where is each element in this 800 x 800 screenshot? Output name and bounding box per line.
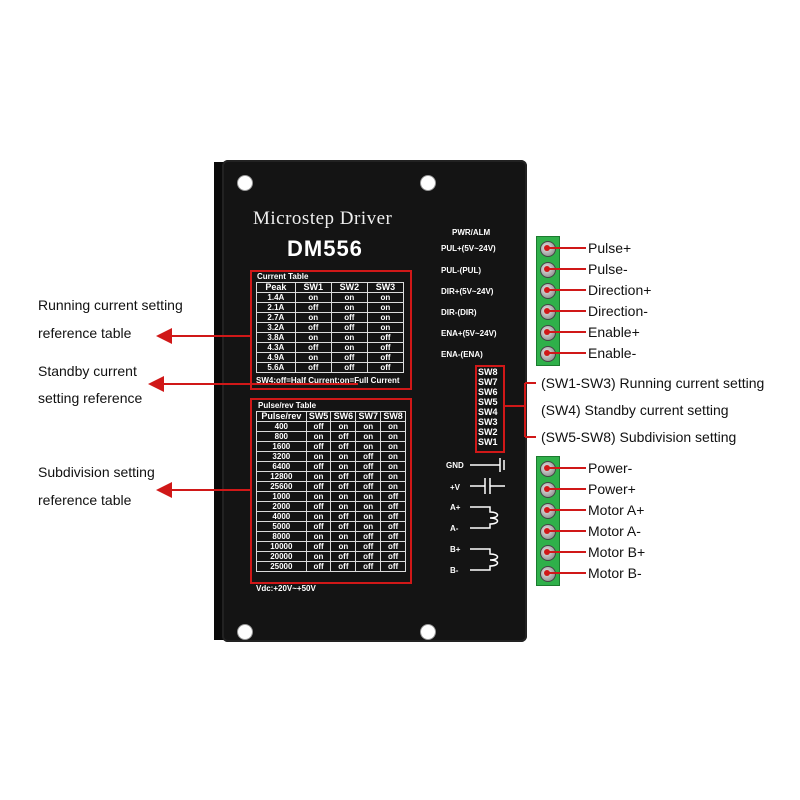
note-standby-line1: Standby current bbox=[38, 363, 137, 379]
pin-label-gnd: GND bbox=[446, 461, 464, 470]
switch-label-sw2: SW2 bbox=[478, 427, 498, 437]
label-motor-a-minus: Motor A- bbox=[588, 523, 641, 539]
power-callout-dot bbox=[544, 528, 550, 534]
label-enable-plus: Enable+ bbox=[588, 324, 640, 340]
power-terminal-block bbox=[536, 456, 560, 586]
note-standby-line2: setting reference bbox=[38, 390, 143, 406]
pin-label-b-minus: B- bbox=[450, 566, 459, 575]
mounting-hole-bottom-right bbox=[420, 624, 436, 640]
signal-callout-dot bbox=[544, 308, 550, 314]
switch-label-sw6: SW6 bbox=[478, 387, 498, 397]
label-motor-b-minus: Motor B- bbox=[588, 565, 642, 581]
note-subdivision-line2: reference table bbox=[38, 492, 132, 508]
mounting-hole-top-right bbox=[420, 175, 436, 191]
switch-note-standby: (SW4) Standby current setting bbox=[541, 402, 729, 418]
pin-label-v-plus: +V bbox=[450, 483, 461, 492]
pulse-table-caption: Pulse/rev Table bbox=[258, 401, 317, 410]
label-enable-minus: Enable- bbox=[588, 345, 637, 361]
pin-label-ena-plus: ENA+(5V~24V) bbox=[441, 329, 497, 338]
mounting-hole-top-left bbox=[237, 175, 253, 191]
label-direction-plus: Direction+ bbox=[588, 282, 652, 298]
switch-note-subdivision: (SW5-SW8) Subdivision setting bbox=[541, 429, 737, 445]
label-motor-a-plus: Motor A+ bbox=[588, 502, 645, 518]
sw4-note: SW4:off=Half Current;on=Full Current bbox=[256, 376, 400, 385]
power-callout-dot bbox=[544, 486, 550, 492]
signal-callout-dot bbox=[544, 287, 550, 293]
device-model: DM556 bbox=[287, 236, 363, 261]
switch-label-sw1: SW1 bbox=[478, 437, 498, 447]
vdc-label: Vdc:+20V~+50V bbox=[256, 584, 316, 593]
note-running-line2: reference table bbox=[38, 325, 132, 341]
current-table-cell: off bbox=[366, 362, 405, 373]
label-direction-minus: Direction- bbox=[588, 303, 648, 319]
status-label: PWR/ALM bbox=[452, 228, 491, 237]
coil-a-symbol bbox=[470, 506, 499, 529]
switch-note-running: (SW1-SW3) Running current setting bbox=[541, 375, 765, 391]
signal-terminal-block bbox=[536, 236, 560, 366]
mounting-hole-bottom-left bbox=[237, 624, 253, 640]
dip-switch-callout-box bbox=[475, 365, 505, 453]
pin-label-pul-minus: PUL-(PUL) bbox=[441, 266, 481, 275]
pin-label-b-plus: B+ bbox=[450, 545, 461, 554]
device-title: Microstep Driver bbox=[253, 208, 393, 229]
label-pulse-plus: Pulse+ bbox=[588, 240, 632, 256]
switch-label-sw4: SW4 bbox=[478, 407, 498, 417]
switch-label-sw3: SW3 bbox=[478, 417, 498, 427]
label-pulse-minus: Pulse- bbox=[588, 261, 628, 277]
pulse-table-cell: off bbox=[380, 561, 406, 572]
pulse-table-callout-box bbox=[250, 398, 412, 584]
current-table-callout-box bbox=[250, 270, 412, 390]
switch-label-sw8: SW8 bbox=[478, 367, 498, 377]
power-callout-dot bbox=[544, 507, 550, 513]
pin-label-a-plus: A+ bbox=[450, 503, 461, 512]
note-subdivision-line1: Subdivision setting bbox=[38, 464, 155, 480]
signal-callout-dot bbox=[544, 329, 550, 335]
note-running-line1: Running current setting bbox=[38, 297, 183, 313]
current-table-caption: Current Table bbox=[257, 272, 309, 281]
power-callout-dot bbox=[544, 570, 550, 576]
power-callout-dot bbox=[544, 549, 550, 555]
label-power-plus: Power+ bbox=[588, 481, 636, 497]
power-callout-lines bbox=[544, 465, 586, 576]
label-power-minus: Power- bbox=[588, 460, 633, 476]
pin-label-dir-plus: DIR+(5V~24V) bbox=[441, 287, 494, 296]
switch-label-sw7: SW7 bbox=[478, 377, 498, 387]
signal-callout-dot bbox=[544, 350, 550, 356]
pin-label-dir-minus: DIR-(DIR) bbox=[441, 308, 477, 317]
signal-callout-lines bbox=[544, 245, 586, 356]
pin-label-pul-plus: PUL+(5V~24V) bbox=[441, 244, 496, 253]
switch-label-sw5: SW5 bbox=[478, 397, 498, 407]
power-callout-dot bbox=[544, 465, 550, 471]
pin-label-a-minus: A- bbox=[450, 524, 459, 533]
label-motor-b-plus: Motor B+ bbox=[588, 544, 646, 560]
coil-b-symbol bbox=[470, 548, 499, 571]
signal-callout-dot bbox=[544, 266, 550, 272]
pin-label-ena-minus: ENA-(ENA) bbox=[441, 350, 483, 359]
signal-callout-dot bbox=[544, 245, 550, 251]
